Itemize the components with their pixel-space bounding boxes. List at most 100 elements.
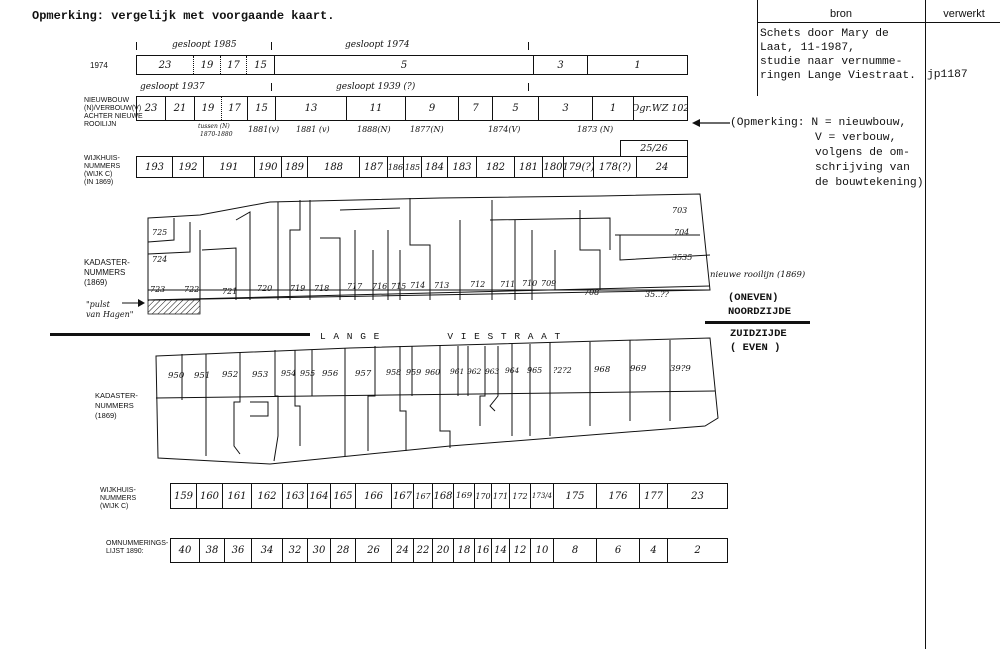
parcel-number: 955	[300, 369, 316, 378]
cell: 162	[251, 484, 282, 508]
cell: 189	[281, 157, 307, 177]
parcel-number: 954	[281, 369, 297, 378]
cell: 28	[330, 539, 355, 562]
year-note: 1888(N)	[357, 125, 391, 134]
parcel-number: 958	[386, 368, 402, 377]
kadaster-north-label: KADASTER- NUMMERS (1869)	[84, 258, 130, 288]
pulst-label: "pulst van Hagen"	[86, 300, 133, 320]
cell: Ogr.WZ 102	[633, 97, 687, 120]
cell: 165	[330, 484, 355, 508]
cell: 191	[203, 157, 254, 177]
side-divider-mid	[925, 0, 926, 649]
parcel-number: 963	[485, 367, 500, 376]
street-line-thick	[50, 333, 310, 336]
noordzijde-underline	[705, 321, 810, 324]
row-omnummering: 40 38 36 34 32 30 28 26 24 22 20 18 16 1…	[170, 538, 728, 563]
arrow-left-icon	[692, 119, 730, 127]
bron-header: bron	[829, 8, 853, 20]
cell: 172	[509, 484, 530, 508]
label-line: (1869)	[84, 278, 108, 287]
year-note: 1877(N)	[410, 125, 444, 134]
parcel-number: 704	[674, 228, 690, 237]
parcel-number: 953	[252, 370, 269, 380]
cell: 168	[432, 484, 453, 508]
kadaster-north-map	[147, 193, 711, 315]
rooilijn-note: nieuwe rooilijn (1869)	[710, 270, 806, 280]
arrow-right-icon	[122, 299, 145, 307]
row-1974: 23 19 17 15 5 3 1	[136, 55, 688, 75]
cell: 3	[538, 97, 592, 120]
row-wijkhuis-south: 159 160 161 162 163 164 165 166 167 167 …	[170, 483, 728, 509]
cell: 160	[196, 484, 222, 508]
cell: 180	[542, 157, 563, 177]
cell: 15	[246, 56, 274, 74]
even-label: ( EVEN )	[730, 342, 781, 354]
cell: 36	[224, 539, 251, 562]
parcel-number: 962	[467, 367, 482, 376]
cell: 17	[220, 56, 246, 74]
annotation-gesloopt-1985: gesloopt 1985	[172, 40, 237, 50]
cell: 16	[474, 539, 491, 562]
row-wijkhuis-1869: 193 192 191 190 189 188 187 186 185 184 …	[136, 156, 688, 178]
cell: 38	[199, 539, 224, 562]
nieuwbouw-label: NIEUWBOUW (N)/VERBOUW(V) ACHTER NIEUWE R…	[84, 97, 143, 129]
cell: 21	[165, 97, 194, 120]
cell: 18	[453, 539, 474, 562]
parcel-number: 703	[672, 206, 688, 215]
side-divider-left	[757, 0, 758, 96]
cell: 22	[413, 539, 432, 562]
cell: 1	[592, 97, 633, 120]
cell: 188	[307, 157, 359, 177]
nv-remark: (Opmerking: N = nieuwbouw, V = verbouw, …	[730, 116, 923, 191]
cell: 13	[275, 97, 346, 120]
cell: 30	[307, 539, 330, 562]
cell: 17	[221, 97, 247, 120]
cell: 9	[405, 97, 458, 120]
bron-line: Laat, 11-1987,	[760, 42, 855, 54]
parcel-number: 952	[222, 370, 239, 380]
bron-line: studie naar vernumme-	[760, 56, 903, 68]
cell: 26	[355, 539, 391, 562]
parcel-number: 718	[314, 284, 330, 293]
cell: 175	[553, 484, 596, 508]
nv-remark-line: schrijving van	[815, 162, 910, 174]
label-line: (IN 1869)	[84, 179, 114, 186]
label-line: (1869)	[95, 411, 117, 420]
tick-mark	[271, 83, 272, 91]
cell: 10	[530, 539, 553, 562]
cell: 170	[474, 484, 491, 508]
parcel-number: 957	[355, 369, 372, 379]
label-line: OMNUMMERINGS-	[106, 540, 169, 547]
cell: 12	[509, 539, 530, 562]
label-line: KADASTER-	[84, 258, 130, 267]
year-note: 1874(V)	[488, 125, 521, 134]
label-line: NUMMERS	[84, 268, 126, 277]
cell: 161	[222, 484, 251, 508]
cell: 20	[432, 539, 453, 562]
pulst-line: van Hagen"	[86, 310, 134, 319]
parcel-number: 721	[222, 287, 238, 296]
cell: 177	[639, 484, 667, 508]
verwerkt-value: jp1187	[927, 69, 968, 81]
cell: 23	[667, 484, 727, 508]
kadaster-south-map	[155, 337, 719, 465]
cell: 193	[144, 161, 165, 173]
bron-line: ringen Lange Viestraat.	[760, 70, 916, 82]
cell: 169	[453, 484, 474, 508]
nv-remark-line: de bouwtekening)	[815, 177, 924, 189]
label-line: (WIJK C)	[100, 503, 129, 510]
tick-mark	[136, 42, 137, 50]
parcel-number: 723	[150, 285, 166, 294]
parcel-number: 722	[184, 285, 200, 294]
top-remark: Opmerking: vergelijk met voorgaande kaar…	[32, 9, 335, 23]
cell: 171	[491, 484, 509, 508]
label-line: ACHTER NIEUWE	[84, 113, 143, 120]
cell: 19	[194, 97, 221, 120]
parcel-number: 720	[257, 284, 273, 293]
cell: 183	[447, 157, 476, 177]
cell: 4	[639, 539, 667, 562]
verwerkt-header: verwerkt	[943, 8, 985, 20]
parcel-number: 961	[450, 367, 465, 376]
cell: 24	[636, 157, 687, 177]
cell: 192	[172, 157, 203, 177]
